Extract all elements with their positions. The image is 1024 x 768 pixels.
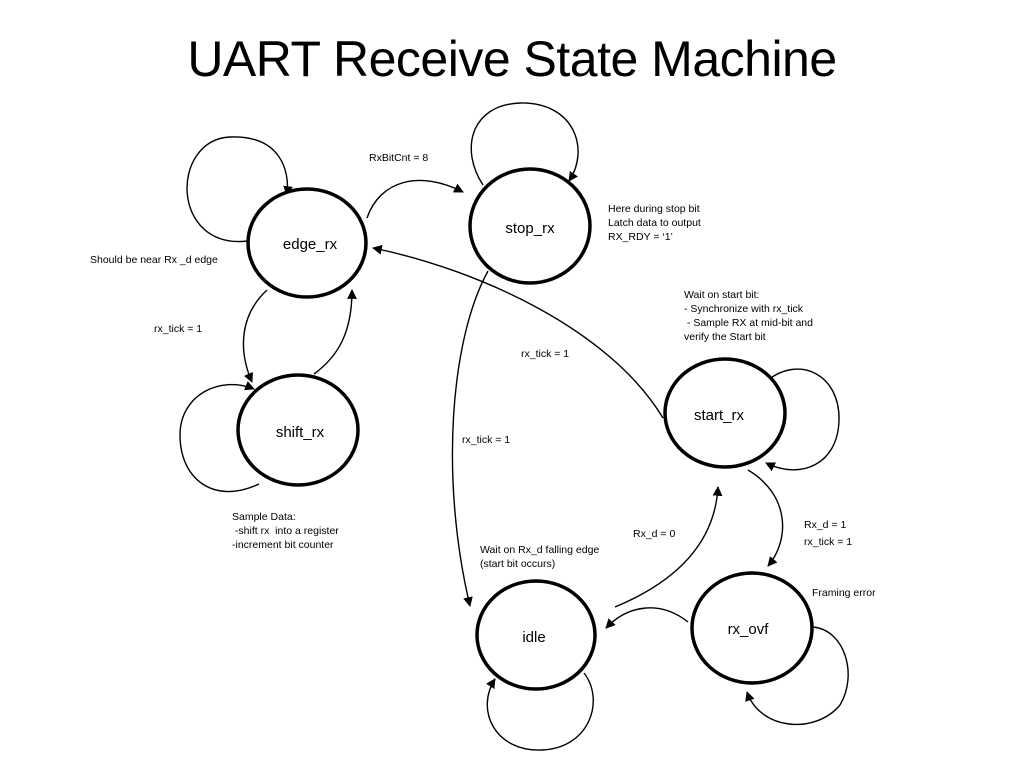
note-line: - Synchronize with rx_tick (684, 303, 804, 315)
edge-start-rx-to-edge-rx (372, 244, 664, 419)
state-edge-rx: edge_rx (246, 187, 368, 299)
note-line: -shift rx into a register (232, 525, 339, 537)
transition-label-edge-to-stop: RxBitCnt = 8 (369, 152, 428, 164)
transition-label-stop-to-idle: rx_tick = 1 (462, 434, 510, 446)
note-line: Here during stop bit (608, 203, 700, 215)
note-line: (start bit occurs) (480, 558, 555, 570)
self-loop-rx-ovf (745, 626, 849, 726)
transition-label-start-to-ovf-1: Rx_d = 1 (804, 519, 846, 531)
state-idle: idle (475, 579, 597, 691)
self-loop-shift-rx (179, 381, 260, 493)
note-line: Framing error (812, 587, 876, 599)
edge-rx-ovf-to-idle (605, 607, 689, 629)
self-loop-idle (486, 672, 594, 751)
note-edge-rx: Should be near Rx _d edge (90, 254, 218, 266)
edge-idle-to-start-rx (614, 486, 723, 608)
note-line: Latch data to output (608, 217, 701, 229)
note-stop-rx: Here during stop bit Latch data to outpu… (608, 203, 704, 243)
transition-label-idle-to-start: Rx_d = 0 (633, 528, 675, 540)
edge-start-rx-to-rx-ovf (747, 469, 784, 567)
edge-stop-rx-to-idle (451, 270, 489, 607)
state-rx-ovf: rx_ovf (690, 571, 814, 685)
edge-edge-rx-to-shift-rx (242, 289, 268, 383)
transition-label-start-to-edge: rx_tick = 1 (521, 348, 569, 360)
edge-shift-rx-to-edge-rx (313, 289, 357, 375)
note-line: verify the Start bit (684, 331, 766, 343)
transition-label-start-to-ovf-2: rx_tick = 1 (804, 536, 852, 548)
self-loop-stop-rx (470, 102, 579, 186)
state-label-stop-rx: stop_rx (505, 220, 555, 237)
self-loop-edge-rx (186, 136, 293, 243)
state-label-idle: idle (522, 629, 545, 646)
note-line: - Sample RX at mid-bit and (684, 317, 813, 329)
note-line: Wait on start bit: (684, 289, 759, 301)
note-line: RX_RDY = ‘1’ (608, 231, 673, 243)
state-label-start-rx: start_rx (694, 407, 745, 424)
note-idle: Wait on Rx_d falling edge (start bit occ… (480, 544, 602, 570)
diagram-title: UART Receive State Machine (187, 31, 837, 87)
note-start-rx: Wait on start bit: - Synchronize with rx… (684, 289, 828, 343)
note-line: Should be near Rx _d edge (90, 254, 218, 266)
state-start-rx: start_rx (663, 357, 787, 469)
note-rx-ovf: Framing error (812, 587, 876, 599)
state-shift-rx: shift_rx (236, 373, 360, 487)
note-line: -increment bit counter (232, 539, 334, 551)
self-loop-start-rx (765, 368, 840, 472)
transition-label-edge-to-shift: rx_tick = 1 (154, 323, 202, 335)
note-shift-rx: Sample Data: -shift rx into a register -… (232, 511, 353, 551)
state-label-shift-rx: shift_rx (276, 424, 325, 441)
note-line: Sample Data: (232, 511, 296, 523)
note-line: Wait on Rx_d falling edge (480, 544, 599, 556)
state-label-edge-rx: edge_rx (283, 236, 338, 253)
edge-edge-rx-to-stop-rx (366, 179, 464, 219)
state-label-rx-ovf: rx_ovf (728, 621, 770, 638)
state-stop-rx: stop_rx (468, 167, 592, 285)
